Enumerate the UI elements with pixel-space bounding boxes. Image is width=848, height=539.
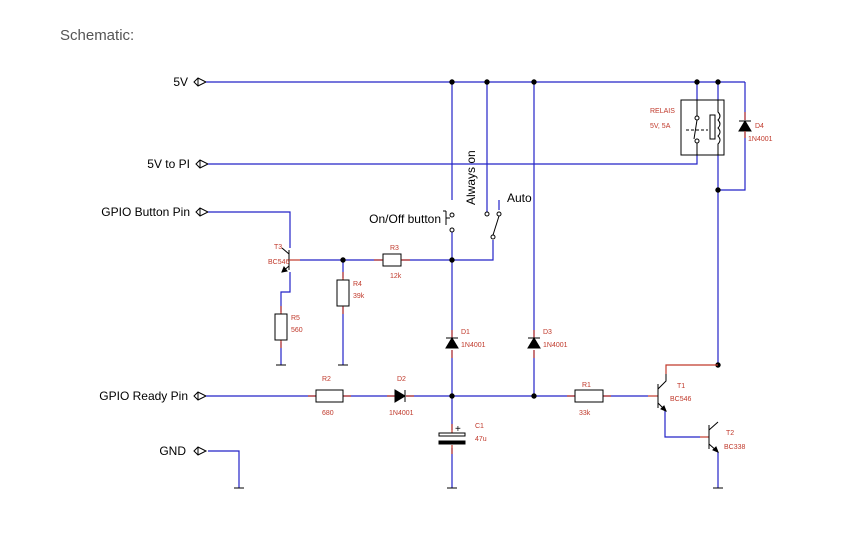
c1-plus-sign: +: [455, 424, 461, 435]
onoff-button-label: On/Off button: [369, 212, 441, 226]
t2-value: BC338: [724, 444, 746, 451]
r3-value: 12k: [390, 273, 402, 280]
d1-diode: D1 1N4001: [445, 329, 486, 358]
onoff-button-switch: On/Off button: [369, 210, 455, 233]
port-5v-pi-connector: [195, 159, 210, 169]
port-gnd-connector: [193, 446, 208, 456]
port-gpio-ready-label: GPIO Ready Pin: [99, 389, 188, 403]
port-gpio-ready-connector: [193, 391, 208, 401]
c1-ref: C1: [475, 423, 484, 430]
r1-ref: R1: [582, 382, 591, 389]
t2-ref: T2: [726, 430, 734, 437]
always-on-label: Always on: [464, 150, 478, 205]
r1-resistor: R1 33k: [567, 382, 611, 417]
d2-value: 1N4001: [389, 410, 414, 417]
d1-value: 1N4001: [461, 342, 486, 349]
d3-diode: D3 1N4001: [527, 329, 568, 358]
t2-transistor: T2 BC338: [700, 421, 746, 453]
wires: [206, 81, 746, 488]
ground-symbols: [234, 364, 723, 489]
t1-ref: T1: [677, 383, 685, 390]
r2-value: 680: [322, 410, 334, 417]
relay-name: RELAIS: [650, 108, 675, 115]
r4-resistor: R4 39k: [336, 272, 365, 314]
r3-resistor: R3 12k: [374, 245, 410, 280]
r4-ref: R4: [353, 281, 362, 288]
r4-value: 39k: [353, 293, 365, 300]
r1-value: 33k: [579, 410, 591, 417]
d4-ref: D4: [755, 123, 764, 130]
d2-diode: D2 1N4001: [387, 376, 414, 417]
c1-capacitor: + C1 47u: [438, 423, 487, 454]
relay-component: RELAIS 5V, 5A: [650, 99, 725, 156]
page-heading: Schematic:: [60, 27, 135, 44]
r5-resistor: R5 560: [274, 306, 303, 348]
port-gnd-label: GND: [159, 444, 186, 458]
t1-transistor: T1 BC546: [648, 364, 718, 412]
c1-value: 47u: [475, 436, 487, 443]
d4-diode: D4 1N4001: [738, 112, 773, 143]
r2-ref: R2: [322, 376, 331, 383]
port-5v-pi-label: 5V to PI: [147, 157, 190, 171]
t3-ref: T3: [274, 244, 282, 251]
d2-ref: D2: [397, 376, 406, 383]
d4-value: 1N4001: [748, 136, 773, 143]
d1-ref: D1: [461, 329, 470, 336]
t3-value: BC546: [268, 259, 290, 266]
always-on-auto-switch: Always on Auto: [464, 150, 532, 240]
r5-ref: R5: [291, 315, 300, 322]
t1-value: BC546: [670, 396, 692, 403]
t3-transistor: T3 BC546: [268, 244, 300, 273]
auto-label: Auto: [507, 191, 532, 205]
r2-resistor: R2 680: [308, 376, 351, 417]
port-5v-connector: [193, 77, 208, 87]
junctions: [340, 79, 721, 399]
port-gpio-button-label: GPIO Button Pin: [101, 205, 190, 219]
port-gpio-button-connector: [195, 207, 210, 217]
r5-value: 560: [291, 327, 303, 334]
d3-value: 1N4001: [543, 342, 568, 349]
relay-value: 5V, 5A: [650, 123, 671, 130]
d3-ref: D3: [543, 329, 552, 336]
port-5v-label: 5V: [173, 75, 188, 89]
r3-ref: R3: [390, 245, 399, 252]
